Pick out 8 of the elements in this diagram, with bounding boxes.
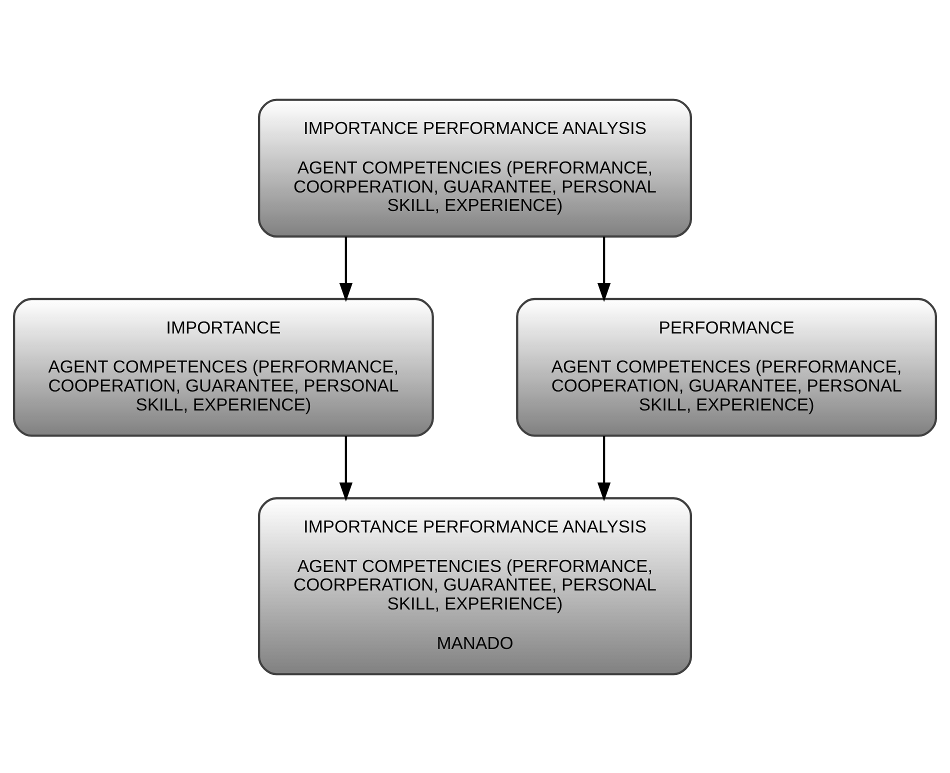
node-box: IMPORTANCE PERFORMANCE ANALYSIS AGENT COMPETENCIES (PERFORMANCE, COORPERATION, GUARANTEE, PERSONAL SKILL, EXPERIENCE) MANADO — [258, 496, 692, 675]
node-box: IMPORTANCE AGENT COMPETENCES (PERFORMANCE, COOPERATION, GUARANTEE, PERSONAL SKILL, EXPERIENCE) — [12, 297, 434, 436]
arrow — [597, 236, 611, 302]
arrow — [597, 436, 611, 501]
arrow — [339, 436, 353, 501]
arrow — [339, 236, 353, 302]
node-box: PERFORMANCE AGENT COMPETENCES (PERFORMANCE, COOPERATION, GUARANTEE, PERSONAL SKILL, EXPERIENCE) — [516, 297, 938, 436]
node-box: IMPORTANCE PERFORMANCE ANALYSIS AGENT COMPETENCIES (PERFORMANCE, COORPERATION, GUARANTEE, PERSONAL SKILL, EXPERIENCE) — [258, 98, 692, 238]
